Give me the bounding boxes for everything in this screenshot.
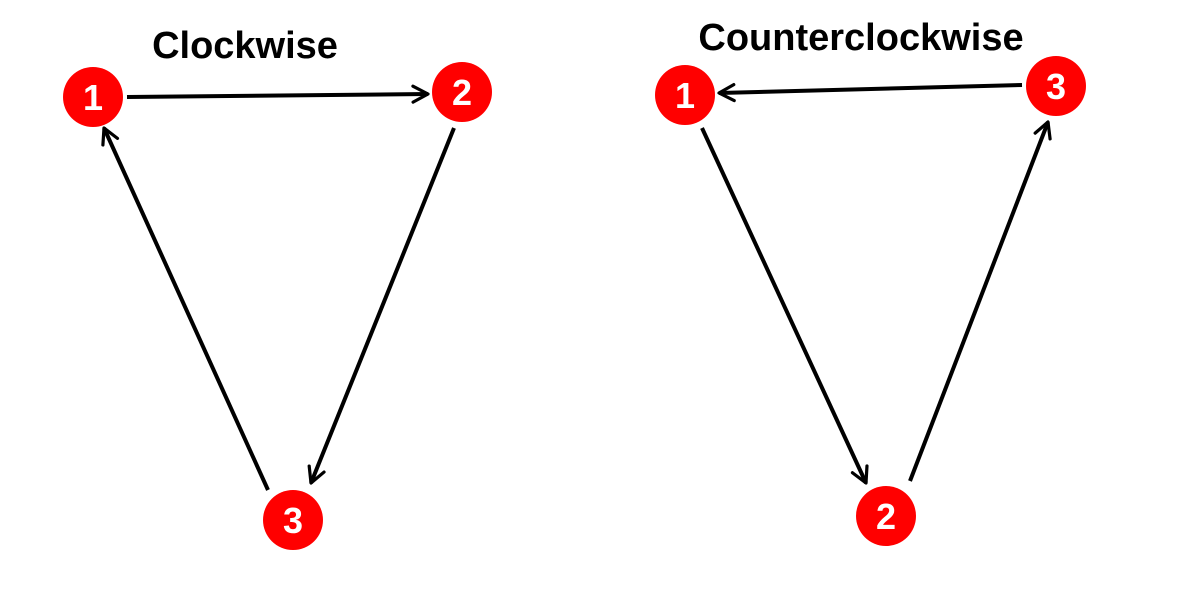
clockwise-arrow-1-to-2 <box>126 84 430 104</box>
clockwise-node-2: 2 <box>432 62 492 122</box>
clockwise-title: Clockwise <box>152 25 338 67</box>
node-circle <box>1026 56 1086 116</box>
counterclockwise-arrow-2-to-3 <box>908 120 1052 482</box>
node-label: 2 <box>876 496 896 537</box>
node-circle <box>263 490 323 550</box>
node-circle <box>655 65 715 125</box>
counterclockwise-arrow-3-to-1 <box>717 83 1023 103</box>
node-label: 2 <box>452 72 472 113</box>
clockwise-arrow-2-to-3 <box>307 127 456 485</box>
clockwise-arrow-3-to-1 <box>101 126 270 491</box>
node-label: 1 <box>675 75 695 116</box>
node-circle <box>432 62 492 122</box>
counterclockwise-diagram: Counterclockwise 1 2 3 <box>655 17 1086 546</box>
counterclockwise-title: Counterclockwise <box>698 17 1023 59</box>
clockwise-diagram: Clockwise 1 2 3 <box>63 25 492 550</box>
counterclockwise-node-3: 3 <box>1026 56 1086 116</box>
node-circle <box>856 486 916 546</box>
counterclockwise-node-2: 2 <box>856 486 916 546</box>
node-label: 1 <box>83 77 103 118</box>
counterclockwise-arrow-1-to-2 <box>700 127 869 485</box>
counterclockwise-node-1: 1 <box>655 65 715 125</box>
node-label: 3 <box>283 500 303 541</box>
clockwise-node-3: 3 <box>263 490 323 550</box>
node-circle <box>63 67 123 127</box>
node-label: 3 <box>1046 66 1066 107</box>
clockwise-node-1: 1 <box>63 67 123 127</box>
